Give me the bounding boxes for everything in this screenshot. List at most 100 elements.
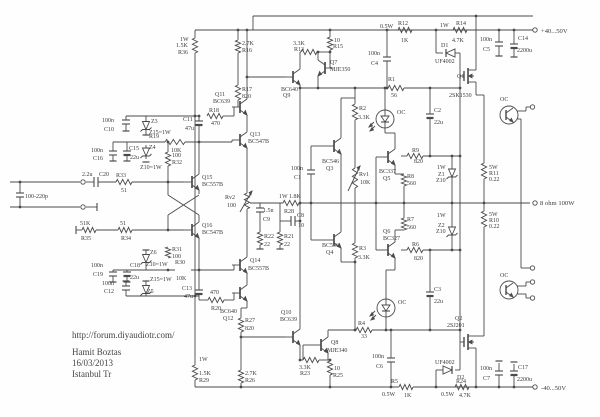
label-C7-value: 100n [480, 366, 492, 372]
label-Z1-ref: Z1 [438, 172, 445, 178]
junction-dot [197, 114, 201, 118]
label-C20-value: 2.2u [82, 172, 93, 178]
resistor-symbol [207, 296, 225, 304]
label-Rv1-value: 10K [360, 180, 371, 186]
label-Rv2-value: 100 [227, 203, 236, 209]
bjt-symbol [191, 173, 200, 180]
resistor-symbol [355, 326, 373, 334]
bjt-symbol [239, 284, 248, 291]
label-C14-value: 2200u [517, 48, 532, 54]
junction-dot [428, 86, 432, 90]
junction-dot [316, 50, 320, 54]
junction-dot [374, 201, 378, 205]
junction-dot [385, 86, 389, 90]
label-C1-ref: C1 [294, 175, 301, 181]
label-C6-value: 100n [372, 354, 384, 360]
label-Z2-watt: 1W [437, 213, 446, 219]
label-R23-ref: R23 [300, 371, 310, 377]
junction-dot [482, 201, 486, 205]
label-C4-ref: C4 [371, 61, 378, 67]
label-R14-value: 4.7K [452, 38, 465, 44]
label-Z6-value: Z10=1W [146, 262, 168, 268]
label-Q14-ref: Q14 [250, 258, 260, 264]
resistor-symbol [237, 317, 245, 333]
label-OC3-ref: OC [397, 110, 405, 116]
junction-dot [402, 201, 406, 205]
resistor-symbol [326, 360, 334, 376]
label-C8-ref: C8 [297, 213, 304, 219]
junction-dot [197, 268, 201, 272]
bjt-symbol [317, 59, 326, 66]
label-C17-value: 2200u [517, 377, 532, 383]
zener-symbol [141, 121, 151, 131]
resistor-symbol [276, 231, 284, 246]
label-R22-value: 22 [264, 242, 270, 248]
zener-symbol [140, 127, 152, 132]
footer-credit: http://forum.diyaudiotr.com/ Hamit Bozta… [72, 330, 175, 379]
optocoupler-icon [505, 282, 514, 289]
junction-dot [450, 201, 454, 205]
bjt-symbol [239, 98, 248, 105]
label-R32-value: 100 [172, 153, 181, 159]
label-Z3-ref: Z3 [151, 119, 158, 125]
label-R36-watt: 1W [180, 37, 189, 43]
label-R12-ref: R12 [398, 21, 408, 27]
junction-dot [328, 28, 332, 32]
bjt-symbol [239, 131, 248, 138]
led-arrow [369, 311, 375, 317]
footer-url: http://forum.diyaudiotr.com/ [72, 330, 175, 340]
label-R3-value: 3.3K [358, 255, 371, 261]
bjt-arrow [194, 184, 200, 191]
junction-dot [353, 86, 357, 90]
optocoupler-icon [499, 105, 519, 125]
terminal [80, 179, 86, 185]
label-R19-value: 10K [171, 148, 182, 154]
bjt-symbol [292, 328, 301, 335]
junction-dot [239, 335, 243, 339]
label-C5-value: 100n [480, 37, 492, 43]
label-Q16-ref: Q16 [202, 223, 212, 229]
label-C12-ref: C12 [104, 289, 114, 295]
label-Z1-value: Z10 [436, 178, 446, 184]
label-Z1-watt: 1W [437, 165, 446, 171]
power-labels: +40...50V 8 ohm 100W -40...50V [540, 28, 575, 392]
terminal [529, 104, 536, 110]
resistor-symbol [282, 199, 300, 207]
bjt-symbol [387, 148, 396, 155]
resistor-symbol [206, 112, 224, 120]
label-Q2-type: 2SJ201 [447, 323, 465, 329]
label-C3-ref: C3 [434, 287, 441, 293]
resistor-symbol [406, 152, 424, 160]
bjt-arrow [323, 347, 329, 354]
label-D1-type: UF4002 [435, 59, 455, 65]
labels-layer: 1W1.5KR362.7KR16R17820Q11BC639R18470C114… [25, 21, 532, 399]
label-R5-ref: R5 [391, 379, 398, 385]
pot-arrowhead [356, 165, 361, 172]
junction-dot [245, 28, 249, 32]
label-R16-value: 2.7K [242, 41, 255, 47]
resistor-symbol [480, 162, 488, 180]
label-Q9-ref: Q9 [283, 93, 290, 99]
symbols-layer [16, 14, 538, 391]
junction-dot [309, 201, 313, 205]
label-R35-value: 51K [80, 221, 91, 227]
label-Z4-value: Z10=1W [140, 165, 162, 171]
label-R3-ref: R3 [359, 246, 366, 252]
resistor-symbol [400, 173, 408, 187]
label-Z6-ref: Z6 [150, 250, 157, 256]
bjt-arrow [242, 295, 248, 302]
label-R21-ref: R21 [284, 234, 294, 240]
label-C14-ref: C14 [518, 36, 528, 42]
junction-dot [450, 248, 454, 252]
label-R19-ref: R19 [149, 134, 159, 140]
label-R24-ref: R24 [456, 379, 466, 385]
label-C19-value: 100n [91, 263, 103, 269]
label-C5-ref: C5 [483, 47, 490, 53]
label-Z5-value: Z15=1W [150, 277, 172, 283]
label-R6-value: 820 [414, 256, 423, 262]
label-C12-value: 100n [102, 281, 114, 287]
label-Q11-type: BC639 [213, 99, 230, 105]
label-Q11-ref: Q11 [215, 92, 225, 98]
bjt-arrow [336, 148, 342, 155]
label-Q3-type: BC546 [322, 159, 339, 165]
